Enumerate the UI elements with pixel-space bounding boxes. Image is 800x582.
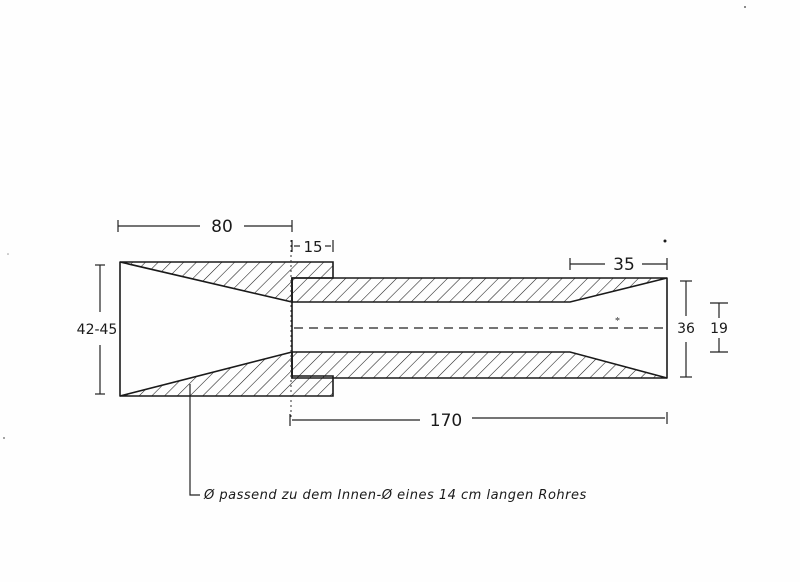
speck — [7, 253, 9, 255]
dimension-35 — [569, 258, 668, 270]
ink-dot — [663, 239, 667, 243]
speck — [3, 437, 5, 439]
dimension-36 — [680, 280, 692, 378]
dimension-36-label: 36 — [677, 321, 695, 337]
dimension-80-label: 80 — [211, 217, 233, 237]
dimension-42-45 — [95, 264, 105, 395]
annotation-leader-line — [189, 384, 200, 496]
annotation-note: Ø passend zu dem Innen-Ø eines 14 cm lan… — [203, 488, 587, 503]
dimension-170-label: 170 — [430, 411, 462, 431]
dimension-15 — [291, 240, 334, 252]
dimension-19-label: 19 — [710, 321, 728, 337]
dimension-15-label: 15 — [303, 238, 322, 256]
dimension-170 — [289, 412, 668, 426]
dimension-35-label: 35 — [613, 255, 635, 275]
tube-upper-wall — [291, 277, 668, 303]
tube-lower-wall — [291, 351, 668, 379]
dimension-19 — [710, 302, 728, 353]
dimension-42-45-label: 42-45 — [77, 322, 118, 338]
center-mark: * — [615, 316, 620, 327]
dimension-80 — [117, 220, 293, 232]
speck — [744, 6, 746, 8]
